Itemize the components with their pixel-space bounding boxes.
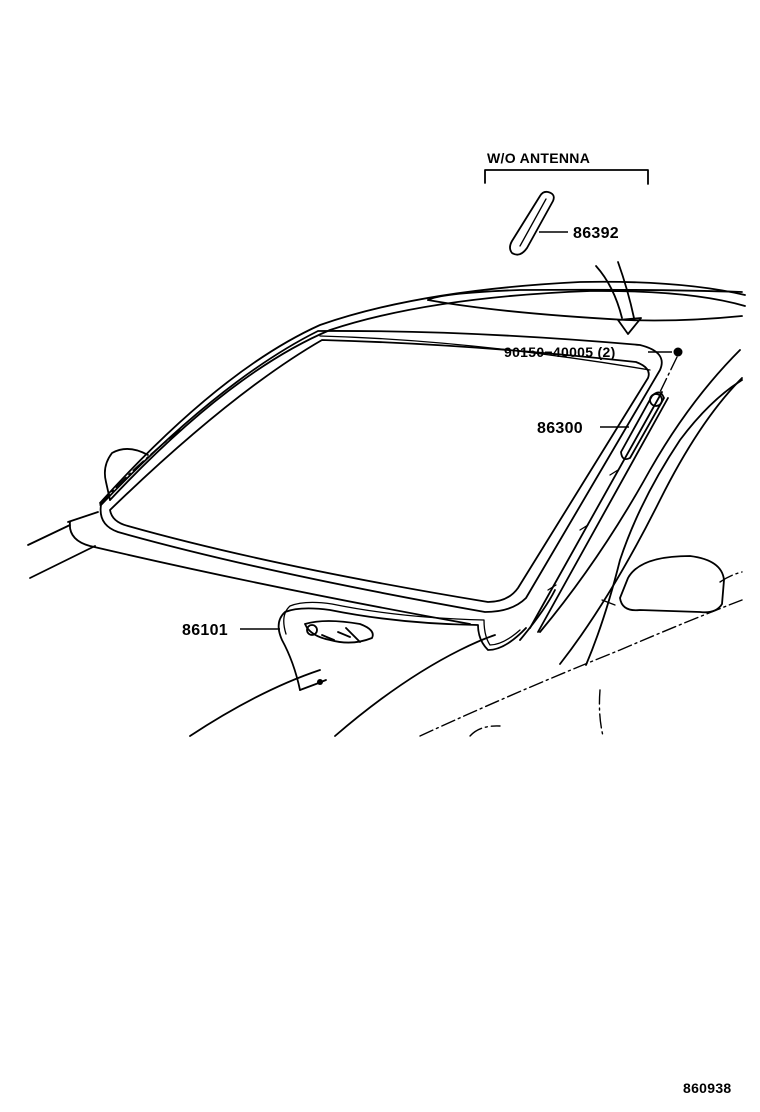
wo-antenna-label: W/O ANTENNA [487,150,590,166]
antenna-cord: 86101 [182,601,527,691]
callout-86101: 86101 [182,622,228,639]
antenna-assembly: 90150−40005 (2) 86300 [504,344,683,633]
callout-86300: 86300 [537,420,583,437]
callout-86392: 86392 [573,225,619,242]
install-arrow [595,261,642,335]
figure-number: 860938 [683,1080,732,1096]
callout-90150: 90150−40005 (2) [504,344,616,360]
antenna-hole-cover: 86392 [509,190,619,256]
vehicle-body [27,280,746,737]
wo-antenna-group: W/O ANTENNA [484,150,649,185]
wo-antenna-bracket [484,169,649,185]
